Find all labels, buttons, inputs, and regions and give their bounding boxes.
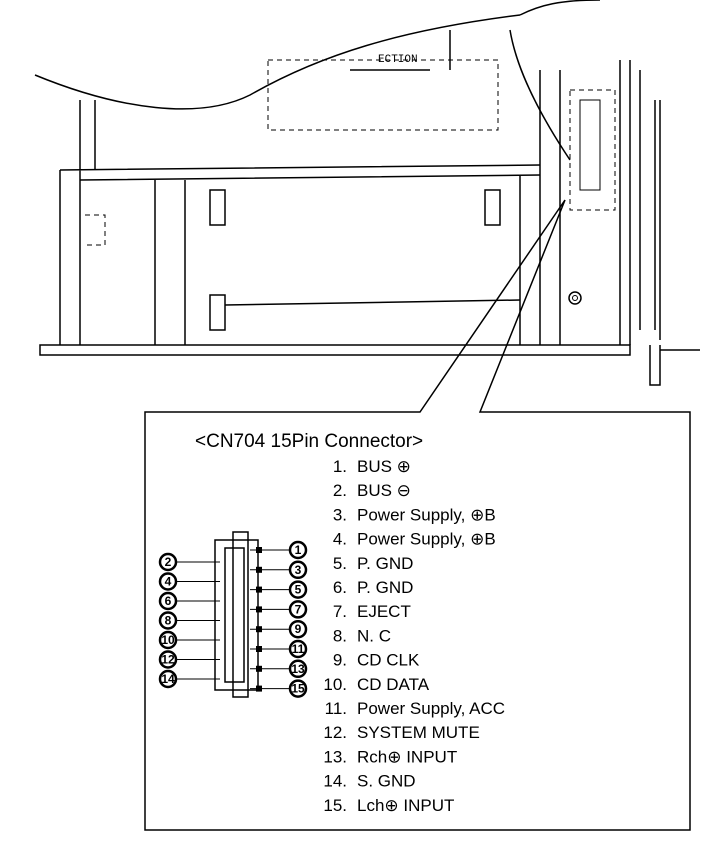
pin-list-item: 9. CD CLK [333, 651, 420, 670]
pin-list-item: 15. Lch⊕ INPUT [323, 796, 454, 815]
pin-list-item: 10. CD DATA [323, 675, 429, 694]
pin-list-item: 11. Power Supply, ACC [325, 699, 505, 718]
right-pin-number: 9 [295, 622, 302, 636]
pin-circle [158, 650, 178, 669]
partial-label: ECTION [378, 54, 418, 66]
pin-number: 12. [323, 723, 347, 742]
pin-number: 10. [323, 675, 347, 694]
pin-number: 3. [333, 505, 347, 524]
pin-terminal [256, 586, 262, 593]
right-pin-number: 11 [292, 642, 305, 656]
right-pin-number: 15 [291, 682, 305, 696]
pin-list-item: 3. Power Supply, ⊕B [333, 505, 496, 524]
pin-number: 4. [333, 530, 347, 549]
pin-number: 1. [333, 457, 347, 476]
connector-symbol [214, 531, 259, 698]
left-pin-number: 14 [161, 672, 175, 686]
pin-terminal [256, 646, 262, 652]
pin-circle [158, 611, 178, 630]
pin-list-item: 14. S. GND [323, 772, 415, 791]
left-pin-number: 12 [161, 653, 175, 667]
pin-circle [288, 600, 308, 619]
left-pin-number: 10 [161, 633, 175, 647]
pin-circle [288, 580, 308, 599]
pin-function: Rch⊕ INPUT [357, 747, 457, 766]
pin-list-item: 4. Power Supply, ⊕B [333, 530, 496, 549]
breakaway-curve [34, 14, 521, 110]
pin-number: 14. [323, 772, 347, 791]
pin-function: S. GND [357, 772, 416, 791]
pin-list-item: 6. P. GND [333, 578, 414, 597]
pin-list-item: 7. EJECT [333, 602, 411, 621]
pin-circle [288, 619, 308, 639]
pin-function: CD DATA [357, 675, 430, 694]
pin-function: Power Supply, ⊕B [357, 505, 496, 524]
pin-circle [288, 560, 308, 580]
pin-terminal [256, 606, 262, 613]
pin-number: 2. [333, 481, 347, 500]
pin-function: Power Supply, ACC [357, 699, 505, 718]
pin-circle [288, 639, 308, 659]
pin-circle [288, 540, 308, 560]
pin-number: 11. [325, 699, 347, 718]
pin-terminal [256, 547, 262, 553]
pin-list-item: 12. SYSTEM MUTE [323, 723, 479, 742]
pin-function: BUS ⊖ [357, 481, 411, 500]
pin-function: SYSTEM MUTE [357, 723, 480, 742]
pin-function: BUS ⊕ [357, 457, 411, 476]
pin-list-item: 5. P. GND [333, 554, 414, 573]
pin-list-item: 8. N. C [333, 626, 391, 645]
pin-terminal [256, 685, 262, 692]
pin-list-item: 2. BUS ⊖ [333, 481, 411, 500]
right-pin-number: 5 [295, 583, 302, 597]
pin-function: P. GND [357, 578, 413, 597]
right-pin-number: 3 [295, 563, 302, 577]
connector-title: <CN704 15Pin Connector> [195, 431, 423, 452]
pin-circle [158, 591, 178, 611]
right-pin-number: 1 [295, 543, 302, 557]
right-pin-number: 13 [291, 662, 305, 676]
pin-function: Lch⊕ INPUT [357, 796, 454, 815]
pin-circle [158, 572, 178, 591]
pin-number: 7. [333, 602, 347, 621]
pin-function: P. GND [357, 554, 413, 573]
pin-circle [288, 679, 308, 698]
pin-number: 8. [333, 626, 347, 645]
left-pin-number: 8 [165, 614, 172, 628]
left-pin-number: 6 [165, 594, 172, 608]
pin-circle [158, 552, 178, 572]
pin-circle [158, 669, 178, 689]
pin-function: CD CLK [357, 651, 420, 670]
pin-number: 9. [333, 651, 347, 670]
left-pin-number: 2 [165, 555, 172, 569]
pin-function: EJECT [357, 602, 411, 621]
pin-circle [158, 630, 178, 650]
pin-terminal [256, 626, 262, 633]
pin-function: Power Supply, ⊕B [357, 530, 496, 549]
pin-terminal [256, 665, 262, 672]
pin-number: 6. [333, 578, 347, 597]
pin-terminal [256, 566, 262, 573]
right-pin-number: 7 [295, 602, 302, 616]
pin-number: 13. [323, 747, 347, 766]
pin-circle [288, 659, 308, 679]
callout-box [144, 199, 691, 831]
pin-list-item: 1. BUS ⊕ [333, 457, 411, 476]
left-pin-number: 4 [165, 575, 172, 589]
pin-function: N. C [357, 626, 391, 645]
chassis-drawing: ECTION [34, 0, 700, 386]
pin-list-item: 13. Rch⊕ INPUT [323, 747, 457, 766]
pin-number: 5. [333, 554, 347, 573]
pin-number: 15. [323, 796, 347, 815]
